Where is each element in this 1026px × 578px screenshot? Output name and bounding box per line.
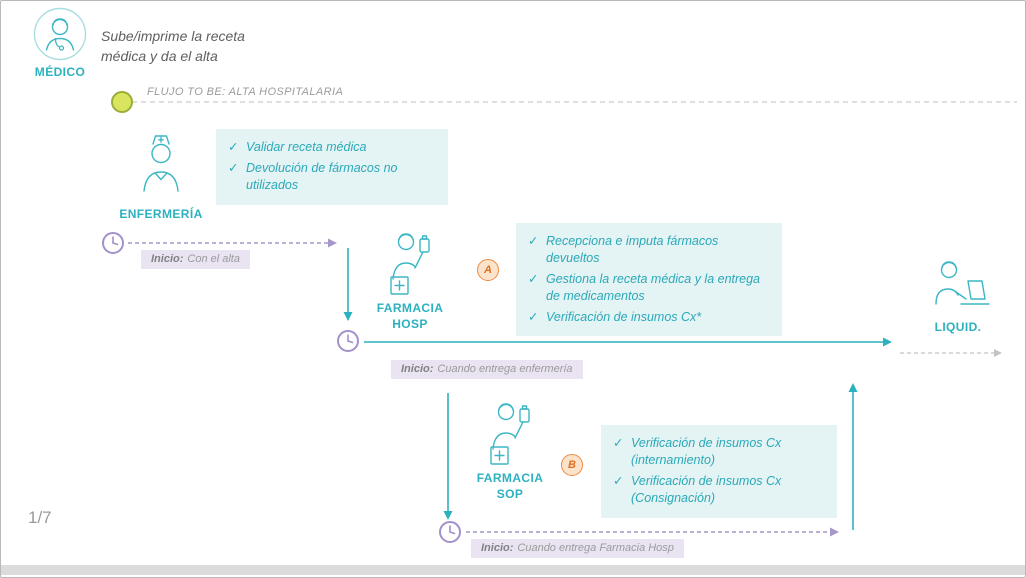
task-item: ✓ Gestiona la receta médica y la entrega…: [528, 271, 770, 305]
clock-icon: [337, 330, 359, 352]
task-text: Gestiona la receta médica y la entrega d…: [546, 271, 761, 303]
actor-label-medico: MÉDICO: [34, 65, 86, 79]
task-item: ✓ Devolución de fármacos no utilizados: [228, 160, 436, 194]
task-item: ✓ Verificación de insumos Cx (internamie…: [613, 435, 825, 469]
farmacia-sop-task-box: ✓ Verificación de insumos Cx (internamie…: [601, 425, 837, 518]
check-icon: ✓: [528, 309, 539, 324]
gray-dashed-continuation-arrow: [900, 349, 1002, 357]
inicio-prefix: Inicio:: [481, 542, 514, 554]
task-text: Verificación de insumos Cx*: [546, 309, 702, 324]
main-flow-arrow: [364, 337, 892, 347]
badge-b: B: [561, 454, 583, 476]
start-node: [111, 91, 133, 113]
task-item: ✓ Recepciona e imputa fármacos devueltos: [528, 233, 770, 267]
check-icon: ✓: [613, 436, 624, 450]
inicio-label-farmacia-sop: Inicio:Cuando entrega Farmacia Hosp: [471, 539, 684, 558]
actor-label-farmacia-hosp: FARMACIA HOSP: [376, 301, 444, 331]
clock-icon: [102, 232, 124, 254]
check-icon: ✓: [528, 271, 539, 286]
arrow-down-to-farmacia-hosp: [343, 248, 353, 321]
task-text: Verificación de insumos Cx (Consignación…: [631, 473, 782, 505]
inicio-prefix: Inicio:: [151, 253, 184, 265]
farmacia-sop-dashed-arrow: [466, 527, 839, 537]
inicio-prefix: Inicio:: [401, 363, 434, 375]
task-text: Verificación de insumos Cx (internamient…: [631, 436, 782, 467]
pharmacist-icon: [490, 403, 530, 465]
inicio-text: Cuando entrega Farmacia Hosp: [517, 542, 674, 554]
task-item: ✓ Validar receta médica: [228, 139, 436, 156]
inicio-label-farmacia-hosp: Inicio:Cuando entrega enfermería: [391, 360, 583, 379]
check-icon: ✓: [613, 473, 624, 488]
enfermeria-task-box: ✓ Validar receta médica ✓ Devolución de …: [216, 129, 448, 205]
pharmacist-icon: [390, 233, 430, 295]
liquidation-person-laptop-icon: [935, 261, 990, 305]
inicio-label-enfermeria: Inicio:Con el alta: [141, 250, 250, 269]
arrow-down-to-farmacia-sop: [443, 393, 453, 520]
doctor-icon: [33, 7, 87, 61]
clock-icon: [439, 521, 461, 543]
flow-title: FLUJO TO BE: ALTA HOSPITALARIA: [147, 86, 344, 98]
arrow-up-to-liquidacion: [848, 383, 858, 530]
inicio-text: Con el alta: [187, 253, 240, 265]
enfermeria-dashed-arrow: [128, 238, 337, 248]
task-item: ✓ Verificación de insumos Cx*: [528, 309, 770, 326]
page-number: 1/7: [28, 508, 52, 527]
check-icon: ✓: [528, 234, 539, 248]
task-item: ✓ Verificación de insumos Cx (Consignaci…: [613, 473, 825, 507]
inicio-text: Cuando entrega enfermería: [437, 363, 573, 375]
farmacia-hosp-task-box: ✓ Recepciona e imputa fármacos devueltos…: [516, 223, 782, 337]
check-icon: ✓: [228, 160, 239, 175]
task-text: Validar receta médica: [246, 140, 367, 154]
actor-label-farmacia-sop: FARMACIA SOP: [476, 471, 544, 501]
medico-action-text: Sube/imprime la receta médica y da el al…: [101, 28, 245, 65]
badge-a: A: [477, 259, 499, 281]
footer-strip: [1, 565, 1025, 575]
actor-label-enfermeria: ENFERMERÍA: [119, 207, 203, 221]
check-icon: ✓: [228, 140, 239, 154]
task-text: Devolución de fármacos no utilizados: [246, 160, 398, 192]
nurse-icon: [143, 135, 179, 192]
task-text: Recepciona e imputa fármacos devueltos: [546, 234, 719, 265]
actor-label-liquidacion: LIQUID.: [934, 320, 982, 334]
